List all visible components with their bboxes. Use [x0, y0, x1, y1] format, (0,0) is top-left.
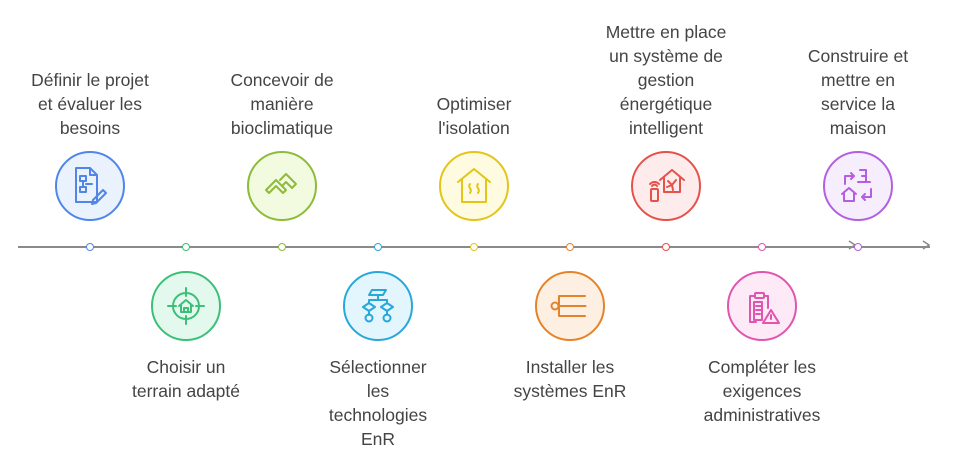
timeline-marker — [469, 243, 478, 251]
step-icon-circle — [151, 271, 221, 341]
step-label: Choisir un terrain adapté — [132, 357, 240, 401]
timeline-marker — [565, 243, 574, 251]
system-connector-icon — [550, 295, 587, 317]
step-label: Mettre en place un système de gestion én… — [605, 22, 727, 138]
step-label: Compléter les exigences administratives — [703, 357, 821, 425]
step-icon-circle — [343, 271, 413, 341]
timeline-marker — [853, 243, 862, 251]
step-label: Construire et mettre en service la maiso… — [807, 46, 909, 138]
timeline-marker — [373, 243, 382, 251]
step-icon-circle — [823, 151, 893, 221]
timeline-marker — [181, 243, 190, 251]
timeline-marker — [85, 243, 94, 251]
house-cycle-icon — [841, 169, 872, 202]
step-label: Concevoir de manière bioclimatique — [230, 70, 334, 138]
house-heat-icon — [457, 168, 491, 203]
timeline-marker — [277, 243, 286, 251]
step-icon-circle — [727, 271, 797, 341]
timeline-marker — [757, 243, 766, 251]
step-label: Sélectionner les technologies EnR — [328, 357, 428, 449]
step-icon-circle — [55, 151, 125, 221]
step-icon-circle — [631, 151, 701, 221]
timeline-marker — [661, 243, 670, 251]
step-label: Optimiser l'isolation — [436, 94, 512, 138]
house-target-icon — [167, 287, 205, 325]
decision-tree-icon — [362, 289, 394, 323]
step-icon-circle — [439, 151, 509, 221]
roof-shapes-icon — [265, 173, 297, 194]
arrow-head-icon — [922, 240, 931, 250]
smart-home-fan-icon — [649, 169, 685, 202]
step-icon-circle — [535, 271, 605, 341]
step-icon-circle — [247, 151, 317, 221]
document-flowchart-pencil-icon — [75, 167, 107, 205]
step-label: Définir le projet et évaluer les besoins — [31, 70, 149, 138]
step-label: Installer les systèmes EnR — [513, 357, 627, 401]
clipboard-warning-icon — [749, 292, 780, 324]
